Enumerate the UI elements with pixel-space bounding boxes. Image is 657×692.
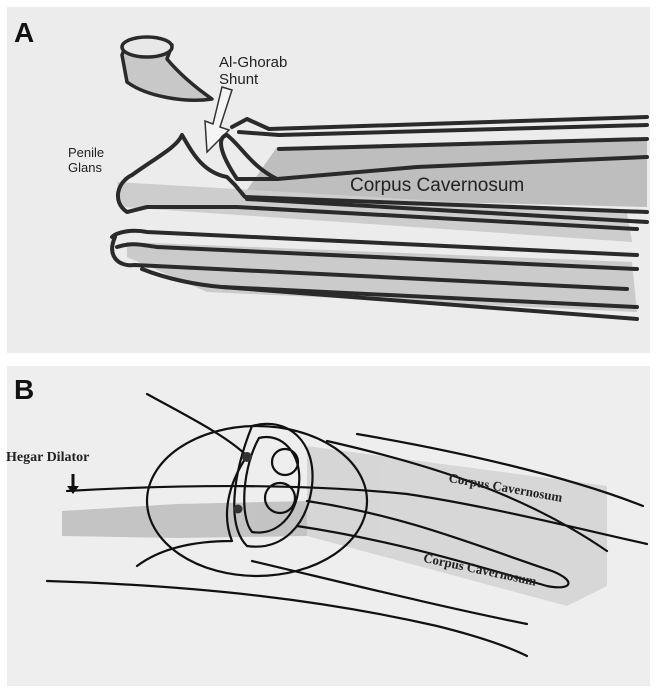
panel-a-letter: A <box>14 19 34 47</box>
shunt-label-line1: Al-Ghorab <box>219 54 287 71</box>
corpus-label-a: Corpus Cavernosum <box>350 175 524 197</box>
panel-b: B Hegar Dilator Corpus Cavernosum Corpus… <box>7 366 650 686</box>
glans-label: Penile Glans <box>68 146 104 176</box>
excised-tip <box>122 37 212 100</box>
shunt-label-line2: Shunt <box>219 71 287 88</box>
panel-b-letter: B <box>14 376 34 404</box>
shunt-label: Al-Ghorab Shunt <box>219 54 287 89</box>
panel-a-drawing <box>7 7 650 353</box>
panel-b-drawing <box>7 366 650 686</box>
glans-label-line2: Glans <box>68 161 104 176</box>
glans-label-line1: Penile <box>68 146 104 161</box>
hegar-dilator-label: Hegar Dilator <box>6 450 89 466</box>
panel-a: A Al-Ghorab Shunt Penile Glans Corpus Ca… <box>7 7 650 353</box>
